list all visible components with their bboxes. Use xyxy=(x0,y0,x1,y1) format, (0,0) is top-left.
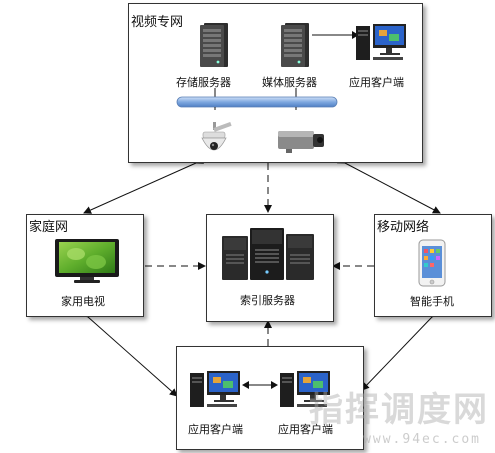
smartphone-label: 智能手机 xyxy=(410,295,454,308)
tv-icon xyxy=(55,239,119,283)
smartphone-icon xyxy=(418,239,446,287)
media-server-label: 媒体服务器 xyxy=(262,76,317,89)
storage-server-icon xyxy=(200,23,228,67)
tv-label: 家用电视 xyxy=(61,295,105,308)
client-b-label: 应用客户端 xyxy=(278,423,333,436)
link-mobile-client xyxy=(361,309,440,391)
watermark-text: 指挥调度网 xyxy=(309,390,489,430)
dome-camera-icon xyxy=(201,122,232,151)
index-servers-icon xyxy=(222,228,314,280)
storage-server-label: 存储服务器 xyxy=(176,76,231,89)
client-a-pc-icon xyxy=(190,371,240,407)
watermark-url: www.94ec.com xyxy=(363,432,481,447)
client-network-box xyxy=(176,346,364,450)
client-link-arrow xyxy=(242,381,278,389)
media-server-icon xyxy=(281,23,309,67)
client-b-pc-icon xyxy=(280,371,330,407)
client-a-label: 应用客户端 xyxy=(188,423,243,436)
media-to-client-arrow xyxy=(312,31,359,39)
link-private-mobile xyxy=(336,156,441,214)
private-network-title: 视频专网 xyxy=(131,15,184,30)
network-bus xyxy=(176,88,338,110)
index-server-label: 索引服务器 xyxy=(240,294,295,307)
link-home-client xyxy=(80,309,178,397)
box-camera-icon xyxy=(278,131,324,153)
link-private-home xyxy=(83,156,205,214)
client-pc-icon xyxy=(356,24,406,60)
private-client-label: 应用客户端 xyxy=(349,76,404,89)
home-network-title: 家庭网 xyxy=(29,220,69,235)
mobile-network-title: 移动网络 xyxy=(377,220,430,235)
